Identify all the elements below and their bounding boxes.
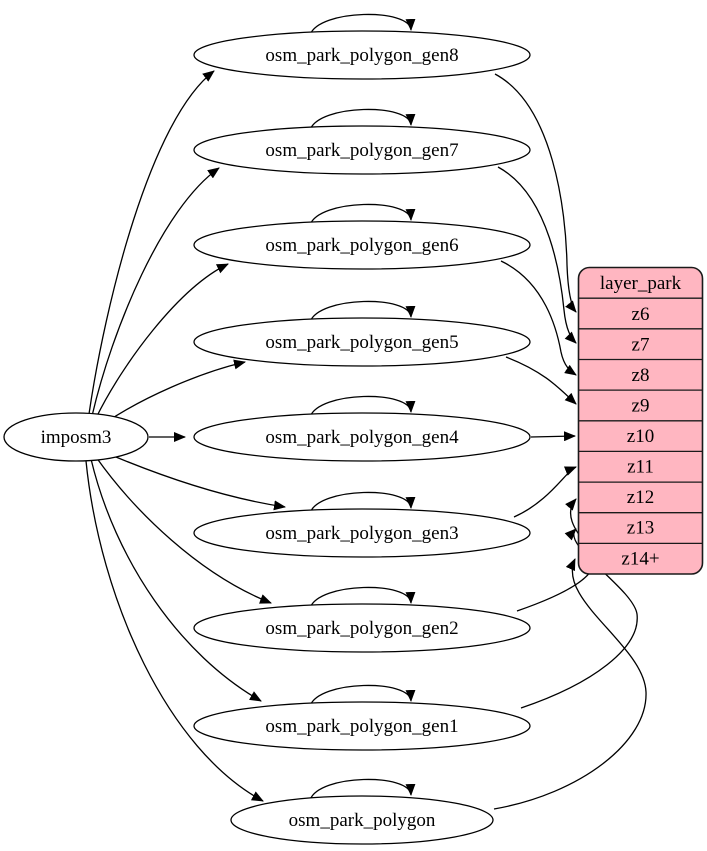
node-polygon-ellipse bbox=[230, 795, 494, 845]
node-gen5-label: osm_park_polygon_gen5 bbox=[265, 332, 458, 353]
node-gen3-label: osm_park_polygon_gen3 bbox=[265, 523, 458, 544]
edge-gen5-to-z9 bbox=[505, 356, 577, 405]
node-gen6: osm_park_polygon_gen6 bbox=[193, 220, 531, 270]
node-gen2-label: osm_park_polygon_gen2 bbox=[265, 618, 458, 639]
node-gen7-ellipse bbox=[193, 125, 531, 175]
layer-row-label-z8: z8 bbox=[632, 365, 650, 386]
node-gen8-label: osm_park_polygon_gen8 bbox=[265, 45, 458, 66]
edge-gen6-to-z8 bbox=[500, 260, 577, 376]
node-gen3: osm_park_polygon_gen3 bbox=[193, 508, 531, 558]
edge-imposm3-to-gen2 bbox=[95, 456, 272, 604]
edge-imposm3-to-gen3 bbox=[103, 451, 286, 511]
self-loop-polygon bbox=[309, 778, 416, 801]
node-imposm3-label: imposm3 bbox=[41, 427, 112, 448]
self-loop-gen3 bbox=[309, 491, 416, 514]
node-gen6-ellipse bbox=[193, 220, 531, 270]
node-imposm3: imposm3 bbox=[3, 412, 149, 462]
node-gen8-ellipse bbox=[193, 30, 531, 80]
node-gen1: osm_park_polygon_gen1 bbox=[193, 701, 531, 751]
edge-imposm3-to-gen7 bbox=[91, 167, 220, 417]
node-gen7: osm_park_polygon_gen7 bbox=[193, 125, 531, 175]
self-loop-gen5 bbox=[309, 300, 416, 323]
layer-row-label-z13: z13 bbox=[627, 518, 654, 539]
self-loop-gen8 bbox=[309, 13, 416, 36]
self-loop-edges bbox=[309, 13, 416, 801]
node-gen1-ellipse bbox=[193, 701, 531, 751]
layer-row-label-z11: z11 bbox=[627, 457, 654, 478]
self-loop-gen1 bbox=[309, 684, 416, 707]
edge-imposm3-to-gen6 bbox=[95, 263, 229, 419]
self-loop-gen2 bbox=[309, 586, 416, 609]
node-polygon-label: osm_park_polygon bbox=[289, 810, 436, 831]
edges-from-source bbox=[85, 70, 286, 802]
edge-imposm3-to-gen5 bbox=[104, 359, 246, 424]
node-polygon: osm_park_polygon bbox=[230, 795, 494, 845]
layer-row-label-z9: z9 bbox=[632, 396, 650, 417]
self-loop-gen7 bbox=[309, 108, 416, 131]
edge-gen3-to-z11 bbox=[513, 466, 577, 518]
edge-imposm3-to-gen8 bbox=[88, 70, 215, 415]
node-gen5-ellipse bbox=[193, 317, 531, 367]
node-gen4: osm_park_polygon_gen4 bbox=[193, 412, 531, 462]
edge-imposm3-to-gen1 bbox=[90, 458, 262, 702]
edge-gen4-to-z10 bbox=[530, 431, 576, 442]
layer-row-label-z12: z12 bbox=[627, 487, 654, 508]
node-gen1-label: osm_park_polygon_gen1 bbox=[265, 716, 458, 737]
edge-gen8-to-z6 bbox=[494, 73, 577, 313]
node-gen5: osm_park_polygon_gen5 bbox=[193, 317, 531, 367]
self-loop-gen6 bbox=[309, 203, 416, 226]
edge-gen7-to-z7 bbox=[497, 166, 577, 344]
node-gen4-ellipse bbox=[193, 412, 531, 462]
node-gen3-ellipse bbox=[193, 508, 531, 558]
node-gen7-label: osm_park_polygon_gen7 bbox=[265, 140, 458, 161]
node-imposm3-ellipse bbox=[3, 412, 149, 462]
layer-park-table: layer_park z6 z7 z8 z9 z10 z11 z12 z13 z… bbox=[577, 266, 704, 575]
node-gen8: osm_park_polygon_gen8 bbox=[193, 30, 531, 80]
edge-polygon-to-z14plus bbox=[493, 558, 647, 810]
node-gen2-ellipse bbox=[193, 603, 531, 653]
edge-imposm3-to-polygon bbox=[85, 460, 264, 802]
layer-row-label-z7: z7 bbox=[632, 335, 650, 356]
node-gen2: osm_park_polygon_gen2 bbox=[193, 603, 531, 653]
layer-row-label-z14plus: z14+ bbox=[621, 549, 659, 570]
layer-row-label-z6: z6 bbox=[632, 304, 650, 325]
self-loop-gen4 bbox=[309, 395, 416, 418]
node-gen4-label: osm_park_polygon_gen4 bbox=[265, 427, 459, 448]
node-gen6-label: osm_park_polygon_gen6 bbox=[265, 235, 458, 256]
layer-row-label-z10: z10 bbox=[627, 426, 654, 447]
layer-table-title: layer_park bbox=[600, 273, 682, 294]
